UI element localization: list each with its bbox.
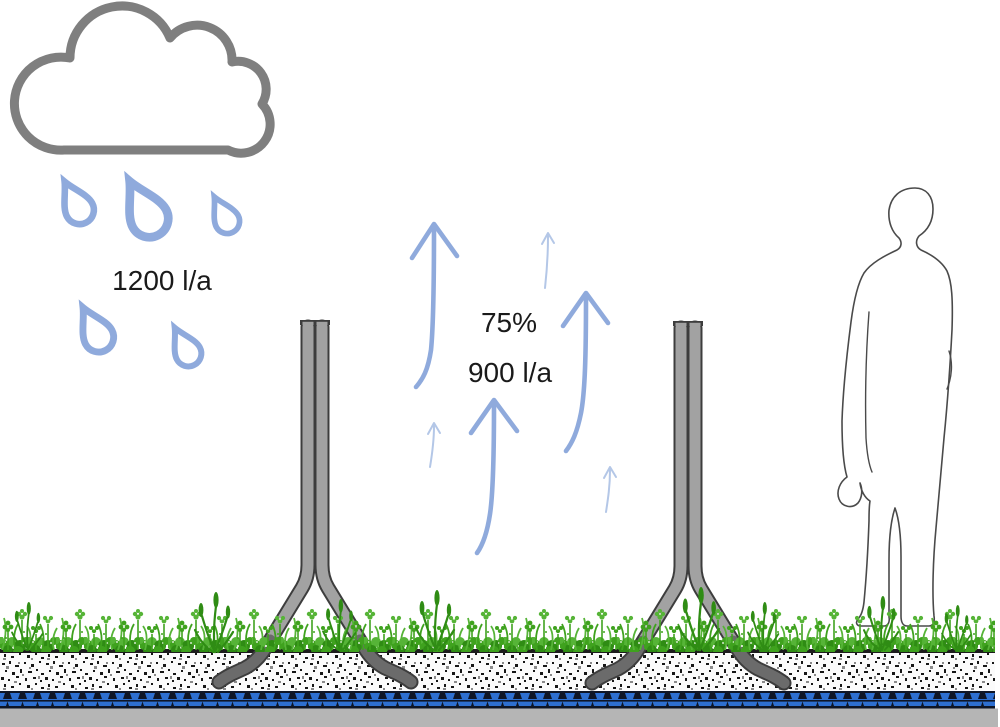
vegetation-layer: [0, 585, 995, 654]
evaporation-arrow-large-icon: [560, 290, 611, 454]
evaporation-arrow-small-icon: [427, 422, 441, 468]
roof-cross-section: [0, 649, 998, 727]
evaporation-arrow-large-icon: [409, 221, 460, 390]
evapotranspiration-percent-label: 75%: [481, 307, 537, 338]
drainage-bottom-border: [0, 706, 995, 709]
person-outline: [837, 187, 954, 627]
person-arm-line: [864, 311, 873, 473]
substrate-layer: [0, 653, 995, 692]
raindrop-icon: [70, 301, 119, 358]
drainage-top-border: [0, 691, 995, 693]
raindrop-icon: [163, 322, 206, 371]
raindrop-icon: [203, 191, 244, 238]
person-silhouette: [837, 187, 954, 627]
evapotranspiration-amount-label: 900 l/a: [468, 357, 552, 388]
raindrop-icon: [113, 172, 175, 243]
raindrop-icon: [52, 175, 99, 229]
evaporation-arrow-large-icon: [468, 397, 520, 556]
evapotranspiration-group: 75% 900 l/a: [409, 221, 617, 556]
vegetation-tufts: [0, 594, 995, 650]
rain-group: 1200 l/a: [9, 1, 275, 371]
rainfall-label: 1200 l/a: [112, 265, 212, 296]
roof-deck-layer: [0, 708, 998, 727]
cloud-icon: [9, 1, 275, 158]
person-sleeve-line: [946, 350, 953, 390]
evaporation-arrow-small-icon: [603, 466, 617, 513]
evaporation-arrow-small-icon: [541, 232, 555, 289]
drainage-layer: [0, 693, 995, 707]
